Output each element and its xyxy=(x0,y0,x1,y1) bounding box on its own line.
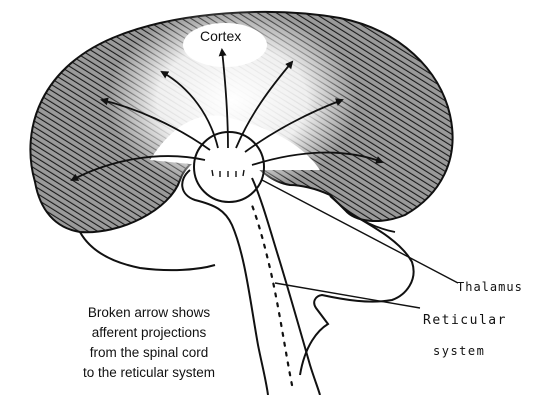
caption: Broken arrow shows afferent projections … xyxy=(40,303,258,383)
thalamus-label: Thalamus xyxy=(457,280,523,294)
caption-line: Broken arrow shows xyxy=(40,303,258,323)
cerebellum-outline xyxy=(300,210,414,375)
caption-line: afferent projections xyxy=(40,323,258,343)
caption-line: from the spinal cord xyxy=(40,343,258,363)
reticular-label: Reticular xyxy=(423,313,507,328)
caption-line: to the reticular system xyxy=(40,363,258,383)
reticular-leader xyxy=(275,283,420,308)
system-label: system xyxy=(433,344,485,358)
cortex-label: Cortex xyxy=(200,28,241,44)
